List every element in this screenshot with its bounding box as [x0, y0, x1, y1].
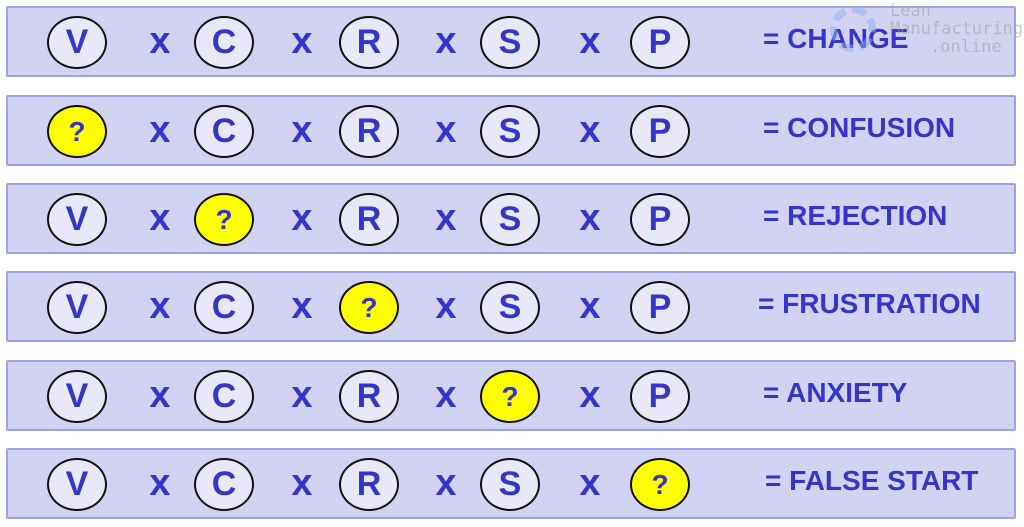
missing-factor-circle: ? [630, 458, 690, 511]
factor-circle: R [339, 193, 399, 246]
multiply-sign: x [149, 374, 171, 416]
factor-circle: P [630, 105, 690, 158]
factor-circle: V [47, 16, 107, 69]
multiply-sign: x [291, 374, 313, 416]
factor-circle: P [630, 281, 690, 334]
factor-circle: R [339, 105, 399, 158]
result-label: = REJECTION [763, 200, 948, 231]
factor-circle: S [480, 105, 540, 158]
multiply-sign: x [579, 20, 601, 62]
factor-circle: S [480, 193, 540, 246]
multiply-sign: x [149, 462, 171, 504]
factor-circle: P [630, 16, 690, 69]
result-label: = CHANGE [763, 23, 909, 54]
factor-circle: R [339, 458, 399, 511]
multiply-sign: x [435, 285, 457, 327]
multiply-sign: x [579, 285, 601, 327]
factor-circle: C [194, 281, 254, 334]
multiply-sign: x [149, 197, 171, 239]
multiply-sign: x [579, 374, 601, 416]
factor-circle: V [47, 458, 107, 511]
factor-circle: V [47, 193, 107, 246]
result-label: = FALSE START [765, 465, 979, 496]
multiply-sign: x [149, 285, 171, 327]
factor-circle: P [630, 193, 690, 246]
multiply-sign: x [435, 197, 457, 239]
factor-circle: P [630, 370, 690, 423]
multiply-sign: x [291, 20, 313, 62]
factor-circle: C [194, 370, 254, 423]
multiply-sign: x [435, 462, 457, 504]
multiply-sign: x [579, 462, 601, 504]
factor-circle: S [480, 458, 540, 511]
multiply-sign: x [291, 285, 313, 327]
result-label: = ANXIETY [763, 377, 908, 408]
result-label: = FRUSTRATION [758, 288, 981, 319]
missing-factor-circle: ? [194, 193, 254, 246]
missing-factor-circle: ? [47, 105, 107, 158]
factor-circle: R [339, 16, 399, 69]
factor-circle: V [47, 370, 107, 423]
missing-factor-circle: ? [480, 370, 540, 423]
result-label: = CONFUSION [763, 112, 956, 143]
multiply-sign: x [291, 197, 313, 239]
factor-circle: C [194, 458, 254, 511]
factor-circle: C [194, 16, 254, 69]
multiply-sign: x [579, 109, 601, 151]
multiply-sign: x [435, 109, 457, 151]
multiply-sign: x [435, 374, 457, 416]
factor-circle: V [47, 281, 107, 334]
multiply-sign: x [579, 197, 601, 239]
factor-circle: R [339, 370, 399, 423]
multiply-sign: x [435, 20, 457, 62]
multiply-sign: x [291, 462, 313, 504]
factor-circle: S [480, 281, 540, 334]
factor-circle: S [480, 16, 540, 69]
missing-factor-circle: ? [339, 281, 399, 334]
factor-circle: C [194, 105, 254, 158]
multiply-sign: x [149, 109, 171, 151]
multiply-sign: x [291, 109, 313, 151]
multiply-sign: x [149, 20, 171, 62]
